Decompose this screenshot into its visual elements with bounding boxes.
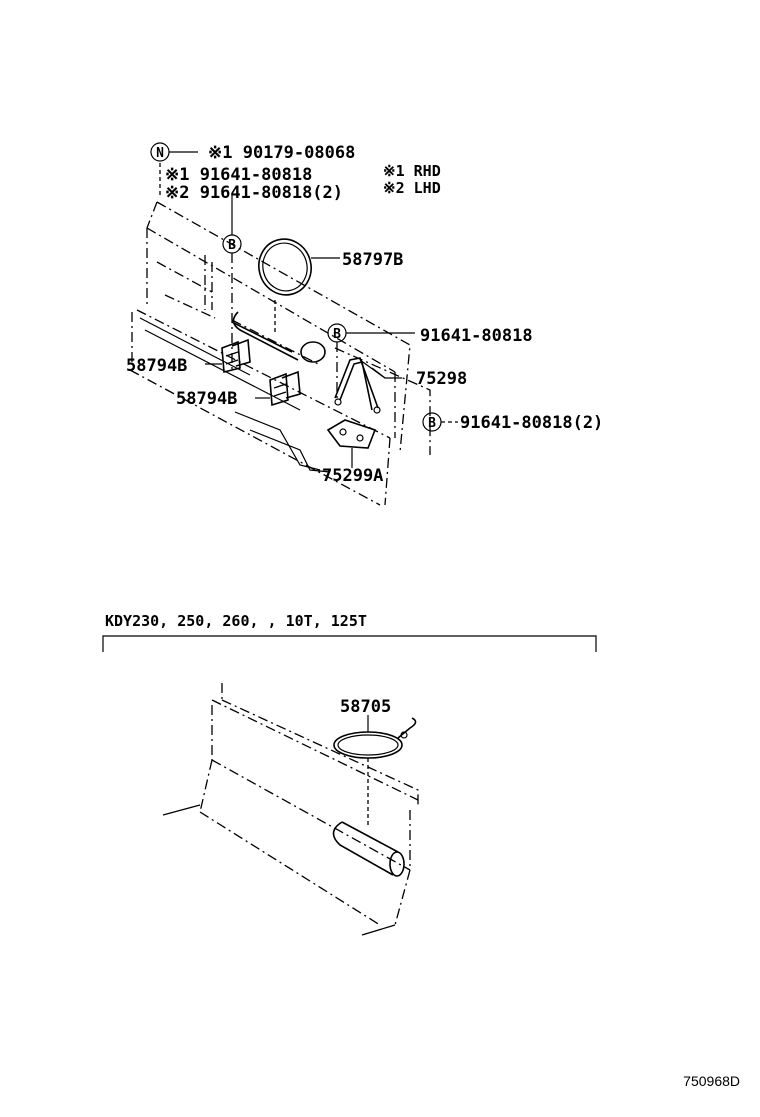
part-58794b-upper: 58794B (126, 356, 187, 376)
part-91641-80818: 91641-80818 (420, 326, 533, 346)
part-58705: 58705 (340, 697, 391, 717)
plate-75299a (326, 419, 377, 468)
n-symbol: N (156, 146, 164, 161)
clip-58794b-lower (269, 370, 301, 407)
clip-58794b-upper (221, 338, 251, 374)
b-note-2-label: ※2 91641-80818(2) (165, 183, 343, 203)
part-91641-80818-2: 91641-80818(2) (460, 413, 603, 433)
diagram-id: 750968D (683, 1073, 740, 1089)
legend-lhd: ※2 LHD (383, 179, 441, 197)
variant-header: KDY230, 250, 260, , 10T, 125T (105, 612, 367, 630)
n-part-label: ※1 90179-08068 (208, 143, 355, 163)
upper-assembly (129, 142, 458, 506)
part-58797b: 58797B (342, 250, 403, 270)
variant-bracket (102, 635, 597, 652)
b-symbol-top: B (228, 238, 236, 253)
legend-rhd: ※1 RHD (383, 162, 441, 180)
part-58794b-lower: 58794B (176, 389, 237, 409)
b-symbol-right: B (428, 416, 436, 431)
lower-assembly (162, 683, 419, 936)
part-75298: 75298 (416, 369, 467, 389)
bracket-75298 (334, 357, 402, 414)
b-symbol-middle: B (333, 327, 341, 342)
b-note-1-label: ※1 91641-80818 (165, 165, 312, 185)
part-75299a: 75299A (322, 466, 383, 486)
